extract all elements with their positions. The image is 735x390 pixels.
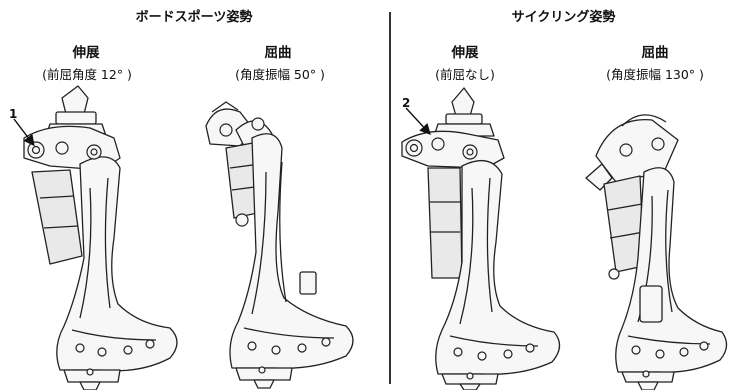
cycling-extension-knee-drawing (401, 87, 561, 390)
board-sports-panel: ボードスポーツ姿勢 伸展 (前屈角度 12° ) 屈曲 (角度振幅 50° ) … (9, 10, 354, 390)
cycling-extension-title: 伸展 (451, 45, 479, 61)
board-flexion-title: 屈曲 (264, 45, 292, 61)
board-flexion-subtitle: (角度振幅 50° ) (235, 67, 325, 82)
board-extension-subtitle: (前屈角度 12° ) (42, 67, 132, 82)
cycling-flexion-title: 屈曲 (641, 45, 669, 61)
callout-2: 2 (402, 96, 411, 110)
cycling-panel: サイクリング姿勢 伸展 (前屈なし) 屈曲 (角度振幅 130° ) 2 (392, 0, 735, 390)
board-sports-title: ボードスポーツ姿勢 (135, 10, 253, 25)
panel-divider (389, 12, 391, 384)
board-flexion-knee-drawing (205, 101, 354, 389)
cycling-extension-subtitle: (前屈なし) (435, 67, 495, 82)
callout-1: 1 (9, 107, 18, 121)
cycling-flexion-knee-drawing (585, 114, 728, 390)
cycling-title: サイクリング姿勢 (511, 10, 616, 25)
cycling-flexion-subtitle: (角度振幅 130° ) (606, 67, 704, 82)
board-extension-knee-drawing (23, 85, 178, 390)
board-extension-title: 伸展 (72, 45, 100, 61)
